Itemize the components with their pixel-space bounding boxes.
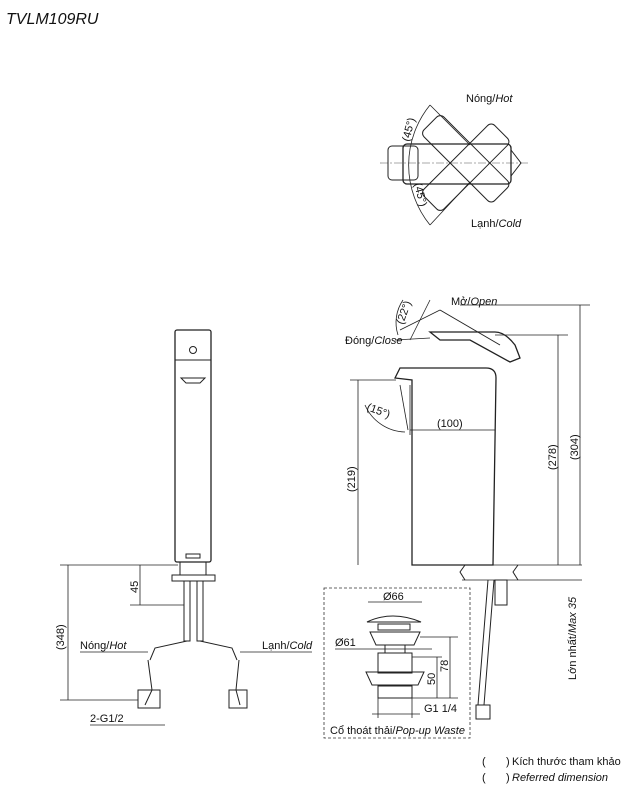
dim-d61: Ø61 xyxy=(335,637,356,649)
legend-paren: ) xyxy=(506,772,510,784)
angle-22: (22°) xyxy=(395,299,414,326)
hot-label: Nóng/ xyxy=(80,640,110,652)
angle-15: (15°) xyxy=(365,402,392,421)
legend-paren: ( xyxy=(482,772,486,784)
dim-348: (348) xyxy=(55,624,67,650)
dim-304: (304) xyxy=(569,434,581,460)
legend-paren: ( xyxy=(482,756,486,768)
max-label: Lớn nhất/ xyxy=(567,632,579,680)
dim-45: 45 xyxy=(129,581,141,593)
legend-vi: Kích thước tham khảo xyxy=(512,756,621,768)
open-label-en: Open xyxy=(470,296,497,308)
cold-label-en: Cold xyxy=(499,218,523,230)
legend: ( ) Kích thước tham khảo ( ) Referred di… xyxy=(482,756,621,784)
dim-d66: Ø66 xyxy=(383,591,404,603)
dim-78: 78 xyxy=(439,660,451,672)
popup-label: Cổ thoát thải/ xyxy=(330,725,396,737)
legend-en: Referred dimension xyxy=(512,772,608,784)
cold-label: Lạnh/ xyxy=(471,218,499,230)
cold-label: Lạnh/ xyxy=(262,640,290,652)
popup-waste-detail: Ø66 Ø61 78 50 G1 1/4 Cổ thoát thải/Pop-u… xyxy=(323,587,471,739)
angle-label: (45°) xyxy=(400,117,418,143)
cold-label-en: Cold xyxy=(290,640,314,652)
svg-text:Nóng/Hot: Nóng/Hot xyxy=(466,93,513,105)
svg-text:Đóng/Close: Đóng/Close xyxy=(345,335,402,347)
open-label: Mở/ xyxy=(451,296,471,308)
svg-text:Lớn nhất/Max 35: Lớn nhất/Max 35 xyxy=(567,596,579,680)
hot-label-en: Hot xyxy=(109,640,127,652)
thread-label: 2-G1/2 xyxy=(90,713,124,725)
svg-text:Lạnh/Cold: Lạnh/Cold xyxy=(471,218,522,230)
dim-100: (100) xyxy=(437,418,463,430)
hot-label: Nóng/ xyxy=(466,93,496,105)
svg-text:Nóng/Hot: Nóng/Hot xyxy=(80,640,127,652)
dim-219: (219) xyxy=(346,466,358,492)
close-label-en: Close xyxy=(374,335,402,347)
popup-label-en: Pop-up Waste xyxy=(395,725,465,737)
close-label: Đóng/ xyxy=(345,335,375,347)
front-view: 45 (348) Nóng/Hot Lạnh/Cold 2-G1/2 xyxy=(55,329,313,726)
svg-text:Lạnh/Cold: Lạnh/Cold xyxy=(262,640,313,652)
legend-paren: ) xyxy=(506,756,510,768)
max-label-en: Max 35 xyxy=(567,596,579,633)
dim-278: (278) xyxy=(547,444,559,470)
side-view: (278) (304) (219) (100) (15°) (22°) Mở/O… xyxy=(345,296,590,720)
angle-label: (45°) xyxy=(411,182,429,208)
top-view: Nóng/Hot Lạnh/Cold (45°) (45°) xyxy=(380,93,528,230)
dim-50: 50 xyxy=(426,673,438,685)
model-title: TVLM109RU xyxy=(6,11,99,28)
hot-label-en: Hot xyxy=(495,93,513,105)
svg-text:Cổ thoát thải/Pop-up Waste: Cổ thoát thải/Pop-up Waste xyxy=(330,725,465,737)
svg-text:Mở/Open: Mở/Open xyxy=(451,296,497,308)
thread-g114: G1 1/4 xyxy=(424,703,457,715)
